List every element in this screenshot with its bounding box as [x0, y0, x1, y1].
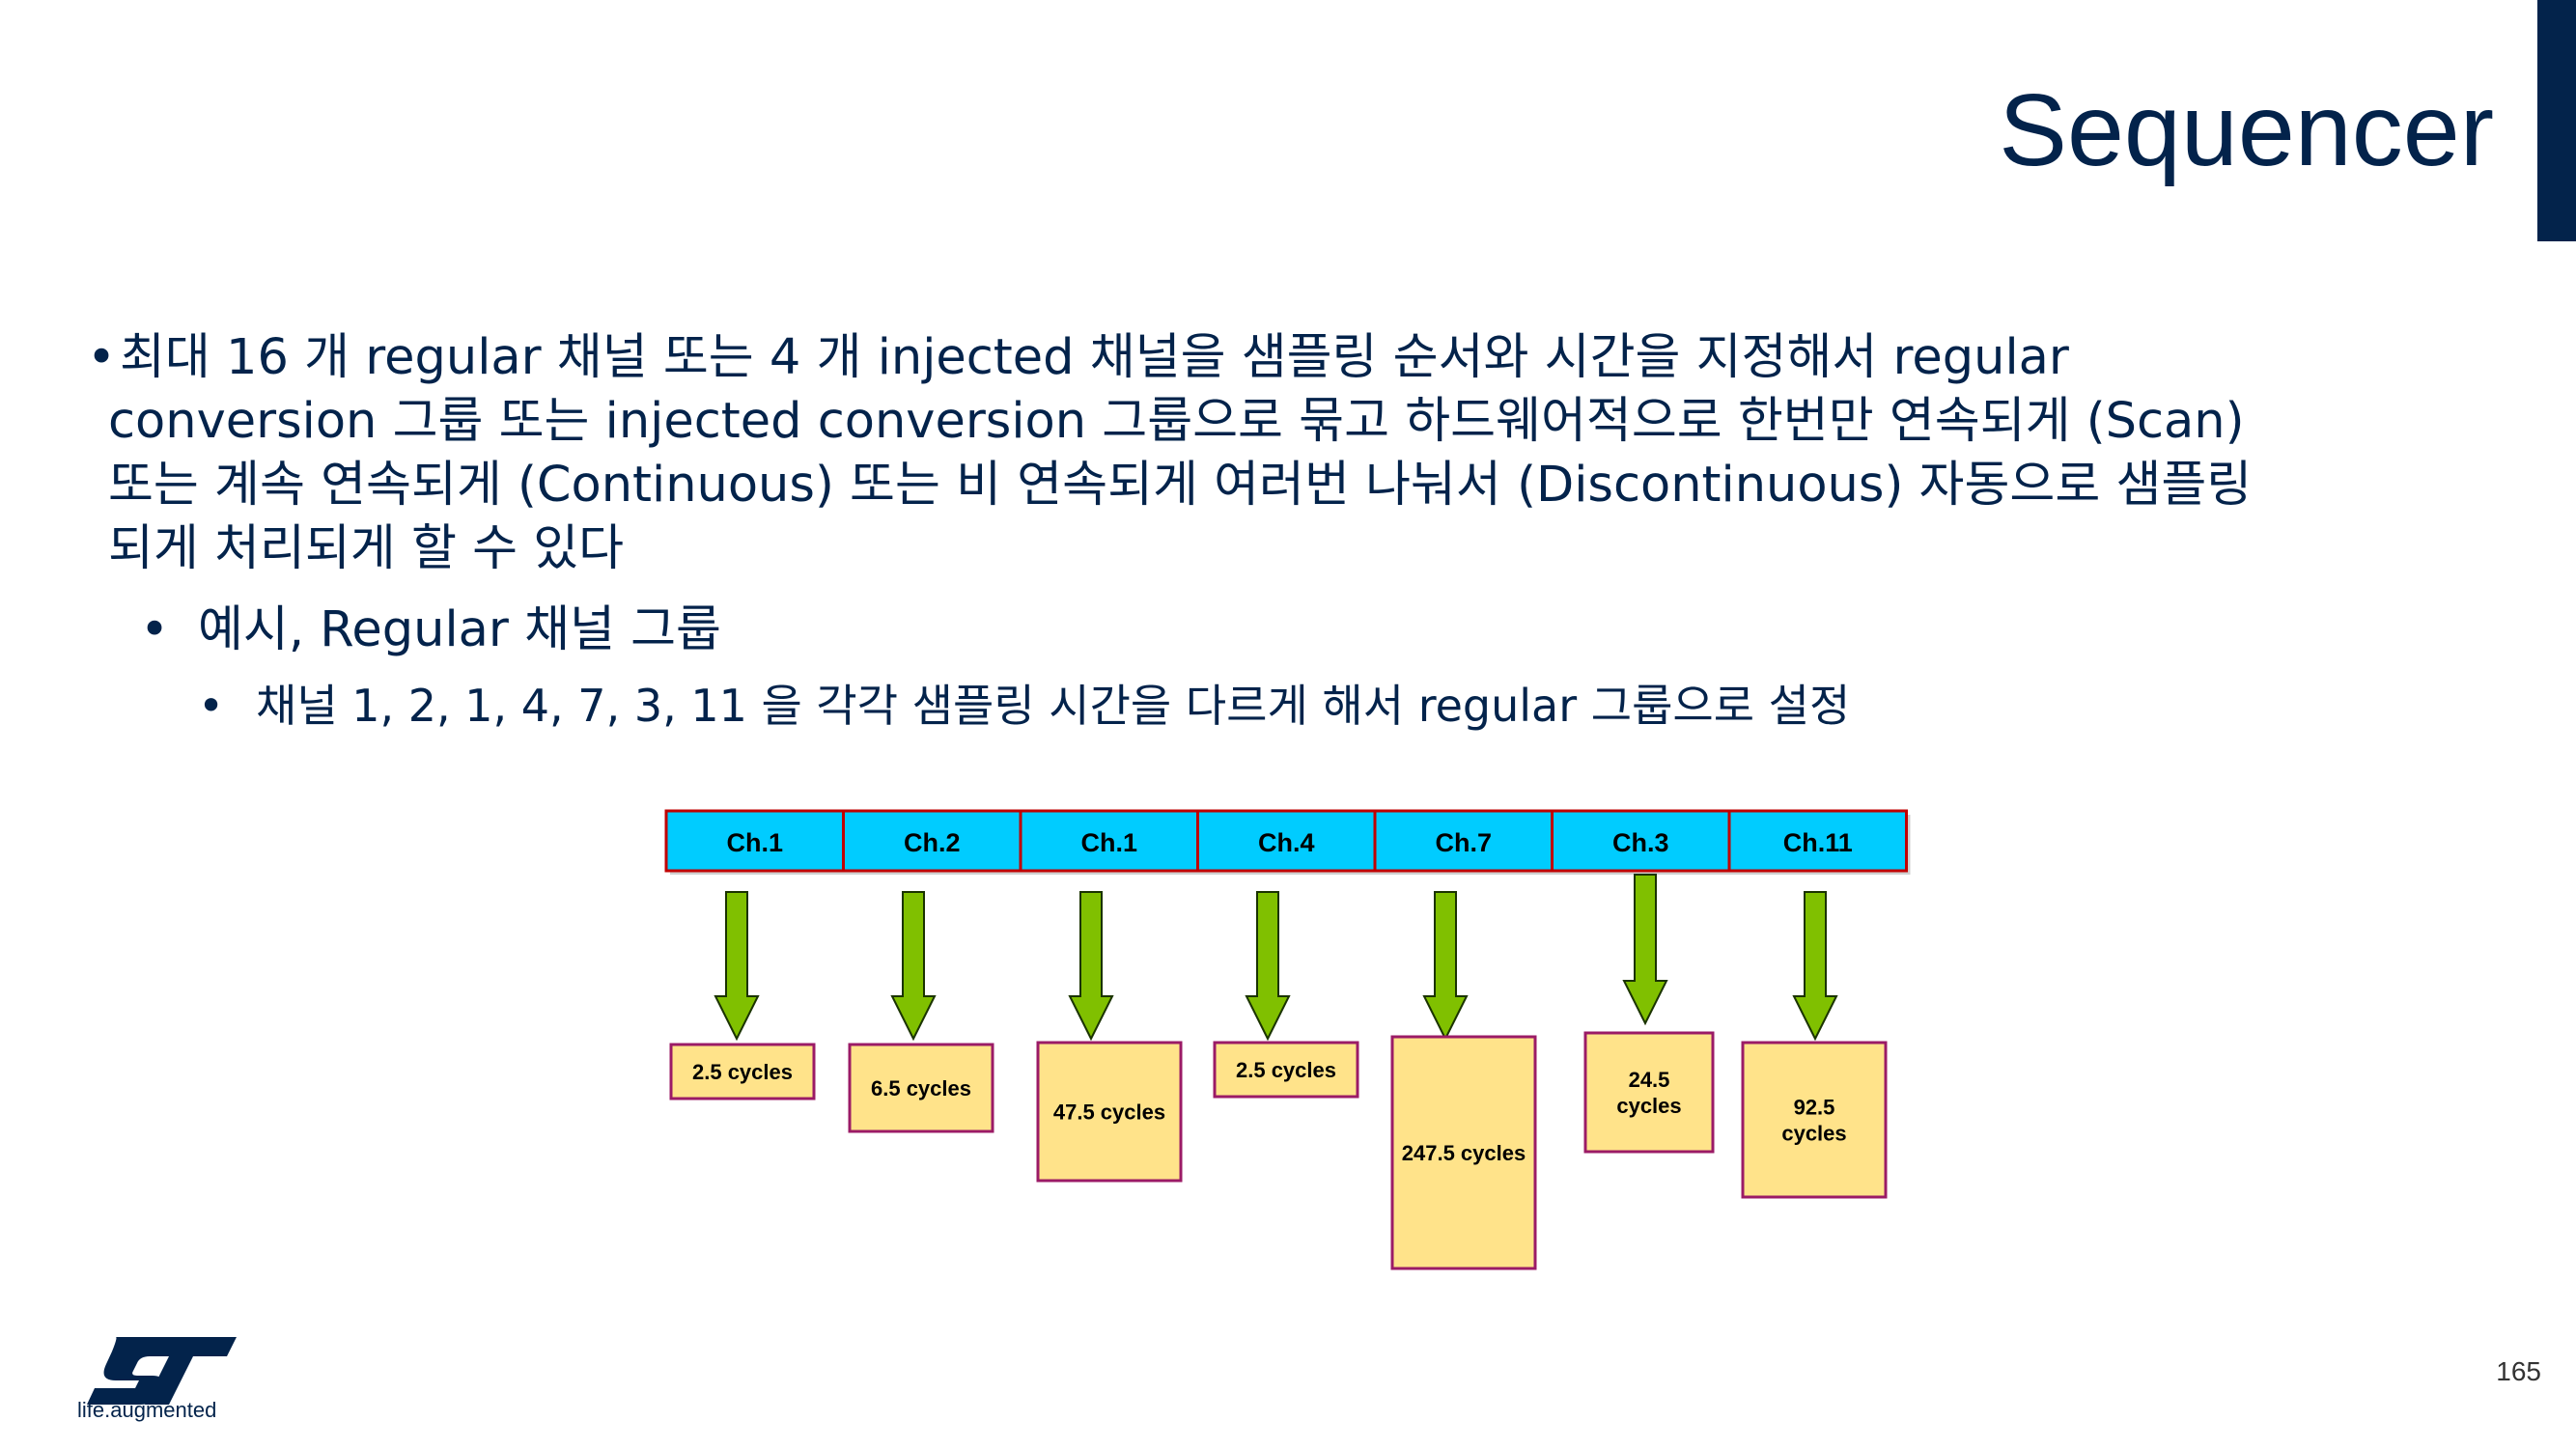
down-arrow-icon — [1245, 891, 1291, 1042]
cycle-label: cycles — [1781, 1122, 1846, 1146]
down-arrow-icon — [714, 891, 760, 1042]
cycle-label: 92.5 — [1794, 1096, 1835, 1120]
bullet-line-3: 또는 계속 연속되게 (Continuous) 또는 비 연속되게 여러번 나눠… — [108, 457, 2253, 514]
channel-box — [842, 809, 1022, 873]
down-arrow-icon — [1422, 891, 1469, 1042]
cycle-label: 6.5 cycles — [871, 1076, 971, 1101]
cycle-box — [848, 1043, 994, 1133]
bullet-level3-text: 채널 1, 2, 1, 4, 7, 3, 11 을 각각 샘플링 시간을 다르게… — [256, 680, 1851, 732]
channel-box — [1019, 809, 1199, 873]
channel-label: Ch.11 — [1783, 828, 1853, 857]
cycle-box — [1741, 1041, 1888, 1199]
bullet-line-1: 최대 16 개 regular 채널 또는 4 개 injected 채널을 샘… — [120, 329, 2069, 386]
bullet-line-4: 되게 처리되게 할 수 있다 — [108, 520, 625, 577]
channel-box — [1551, 809, 1731, 873]
bullet-level1-text: 최대 16 개 regular 채널 또는 4 개 injected 채널을 샘… — [108, 326, 2534, 581]
cycle-label: 2.5 cycles — [1236, 1058, 1336, 1082]
down-arrow-icon — [1068, 891, 1114, 1042]
cycle-box — [1583, 1031, 1715, 1154]
channel-box — [664, 809, 845, 873]
cycle-label: cycles — [1616, 1094, 1681, 1118]
st-logo-icon — [87, 1337, 237, 1405]
channel-label: Ch.1 — [726, 828, 783, 857]
channel-label: Ch.7 — [1435, 828, 1492, 857]
cycle-label: 47.5 cycles — [1053, 1101, 1165, 1125]
channel-label: Ch.2 — [904, 828, 961, 857]
cycle-box — [1390, 1035, 1537, 1270]
down-arrow-icon — [1792, 891, 1838, 1042]
bullet-dot: • — [87, 329, 117, 386]
channel-label: Ch.1 — [1080, 828, 1137, 857]
title-accent-bar — [2537, 0, 2576, 241]
cycle-box — [1036, 1041, 1183, 1183]
cycle-label: 2.5 cycles — [692, 1060, 793, 1084]
cycle-label: 247.5 cycles — [1402, 1141, 1526, 1165]
slide-title: Sequencer — [1999, 73, 2494, 187]
bullet-dot: • — [198, 680, 225, 732]
bullet-level2-text: 예시, Regular 채널 그룹 — [198, 601, 721, 658]
down-arrow-icon — [1622, 874, 1668, 1026]
cycle-label: 24.5 — [1629, 1068, 1670, 1092]
cycle-box — [669, 1043, 816, 1101]
bullet-line-2: conversion 그룹 또는 injected conversion 그룹으… — [108, 393, 2245, 450]
channel-box — [1727, 809, 1908, 873]
page-number: 165 — [2496, 1356, 2541, 1386]
bullet-dot: • — [140, 601, 170, 658]
down-arrow-icon — [890, 891, 937, 1042]
cycle-box — [1213, 1041, 1359, 1099]
channel-box — [1373, 809, 1554, 873]
channel-label: Ch.3 — [1612, 828, 1669, 857]
brand-tagline: life.augmented — [77, 1398, 217, 1422]
channel-label: Ch.4 — [1258, 828, 1315, 857]
